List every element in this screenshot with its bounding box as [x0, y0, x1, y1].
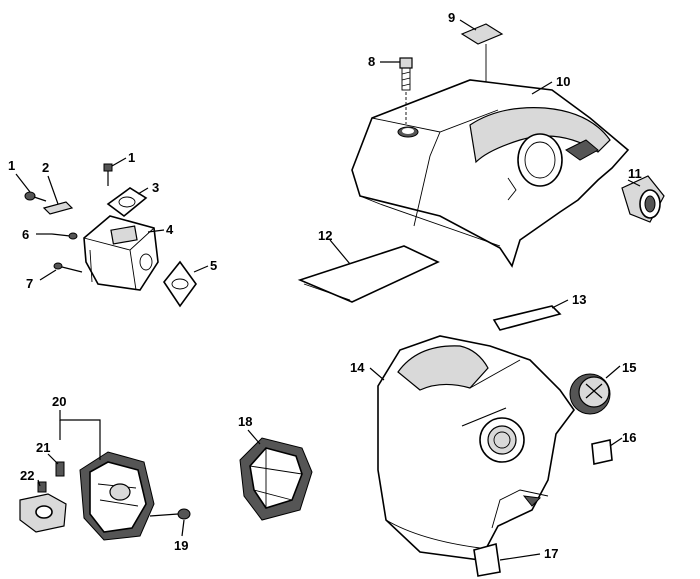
part-3-gasket [106, 187, 148, 218]
label-15: 15 [622, 360, 636, 375]
label-3: 3 [152, 180, 159, 195]
part-11-grommet [621, 175, 665, 223]
label-12: 12 [318, 228, 332, 243]
part-19-bolt [149, 508, 191, 520]
part-7-screw [53, 262, 83, 273]
label-2: 2 [42, 160, 49, 175]
label-17: 17 [544, 546, 558, 561]
part-22-carburetor [19, 481, 67, 533]
label-4: 4 [166, 222, 174, 237]
part-12-gasket-strip [297, 245, 440, 303]
part-17-bottom-label [473, 542, 501, 577]
part-1-bolt-left [24, 191, 47, 202]
label-7: 7 [26, 276, 33, 291]
label-14: 14 [350, 360, 365, 375]
label-5: 5 [210, 258, 217, 273]
part-number-labels: 1 2 1 3 4 5 6 7 8 9 10 11 12 13 14 15 16… [8, 10, 642, 561]
part-4-muffler [83, 215, 159, 291]
part-20-air-box [79, 451, 155, 541]
label-1-left: 1 [8, 158, 15, 173]
label-19: 19 [174, 538, 188, 553]
part-8-screw [399, 57, 413, 124]
label-10: 10 [556, 74, 570, 89]
label-1-top: 1 [128, 150, 135, 165]
part-18-air-filter [239, 437, 313, 521]
part-5-gasket [163, 260, 197, 308]
part-6-screw [51, 232, 78, 240]
label-6: 6 [22, 227, 29, 242]
label-22: 22 [20, 468, 34, 483]
part-14-shroud [377, 335, 575, 561]
label-13: 13 [572, 292, 586, 307]
part-10-top-cover [351, 79, 630, 268]
label-18: 18 [238, 414, 252, 429]
label-9: 9 [448, 10, 455, 25]
part-2-plate [42, 201, 74, 215]
part-21-fitting [55, 461, 65, 477]
label-11: 11 [628, 166, 642, 181]
leader-lines [15, 19, 641, 561]
label-21: 21 [36, 440, 50, 455]
part-16-small-label [591, 439, 613, 465]
part-1-bolt-top [103, 163, 113, 186]
label-8: 8 [368, 54, 375, 69]
part-13-strip [492, 305, 562, 331]
label-16: 16 [622, 430, 636, 445]
label-20: 20 [52, 394, 66, 409]
part-15-knob [569, 373, 611, 415]
